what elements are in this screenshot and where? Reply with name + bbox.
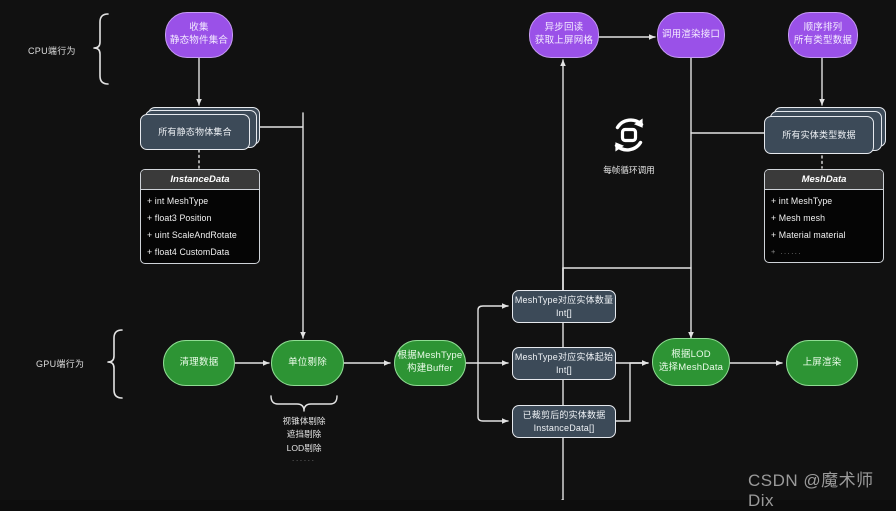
node-build-buffer[interactable]: 根据MeshType 构建Buffer — [394, 340, 466, 386]
node-clean-data[interactable]: 清理数据 — [163, 340, 235, 386]
cull-note: 视锥体剔除 遮挡剔除 LOD剔除 ...... — [254, 415, 354, 466]
node-select-meshdata[interactable]: 根据LOD 选择MeshData — [652, 338, 730, 386]
uml-row: + uint ScaleAndRotate — [147, 229, 237, 240]
diagram-canvas: CPU端行为 GPU端行为 收集 静态物件集合 异步回读 获取上屏网格 调用渲染… — [28, 12, 886, 510]
node-select-meshdata-line2: 选择MeshData — [658, 362, 724, 373]
node-all-static-objects[interactable]: 所有静态物体集合 — [140, 107, 260, 151]
node-all-entity-types-label: 所有实体类型数据 — [782, 129, 856, 140]
uml-row: + ...... — [771, 246, 802, 256]
loop-caption: 每帧循环调用 — [603, 165, 655, 175]
uml-rows-meshdata: + int MeshType + Mesh mesh + Material ma… — [765, 190, 883, 262]
connector-layer — [93, 13, 825, 500]
node-call-render-api[interactable]: 调用渲染接口 — [657, 12, 725, 58]
node-async-readback-line1: 异步回读 — [544, 22, 584, 34]
node-build-buffer-line1: 根据MeshType — [397, 350, 463, 362]
node-clean-data-label: 清理数据 — [179, 356, 219, 368]
node-select-meshdata-line1: 根据LOD — [671, 349, 711, 361]
node-all-entity-types-face[interactable]: 所有实体类型数据 — [764, 116, 874, 154]
uml-row: + int MeshType — [147, 195, 209, 206]
cull-note-line: 遮挡剔除 — [286, 429, 322, 440]
node-sort-all-types-line2: 所有类型数据 — [793, 35, 853, 46]
uml-row: + Material material — [771, 229, 846, 240]
node-meshtype-count[interactable]: MeshType对应实体数量 Int[] — [512, 290, 616, 323]
uml-row: + float4 CustomData — [147, 246, 230, 257]
node-sort-all-types[interactable]: 顺序排列 所有类型数据 — [788, 12, 858, 58]
node-culled-instances-line2: InstanceData[] — [533, 422, 595, 433]
uml-title-instancedata: InstanceData — [141, 170, 259, 190]
cull-note-line: 视锥体剔除 — [282, 416, 326, 426]
uml-row: + float3 Position — [147, 212, 212, 223]
uml-row: + int MeshType — [771, 195, 833, 206]
uml-class-meshdata[interactable]: MeshData + int MeshType + Mesh mesh + Ma… — [764, 169, 884, 263]
side-label-cpu: CPU端行为 — [28, 46, 76, 56]
node-all-static-objects-face[interactable]: 所有静态物体集合 — [140, 114, 250, 150]
node-unit-cull[interactable]: 单位剔除 — [271, 340, 344, 386]
uml-rows-instancedata: + int MeshType + float3 Position + uint … — [141, 190, 259, 263]
node-meshtype-count-line2: Int[] — [555, 307, 572, 318]
node-culled-instances-line1: 已裁剪后的实体数据 — [522, 410, 606, 421]
node-meshtype-start-line1: MeshType对应实体起始 — [514, 352, 614, 363]
uml-class-instancedata[interactable]: InstanceData + int MeshType + float3 Pos… — [140, 169, 260, 264]
node-build-buffer-line2: 构建Buffer — [407, 363, 453, 374]
node-async-readback[interactable]: 异步回读 获取上屏网格 — [529, 12, 599, 58]
node-present[interactable]: 上屏渲染 — [786, 340, 858, 386]
node-culled-instances[interactable]: 已裁剪后的实体数据 InstanceData[] — [512, 405, 616, 438]
uml-title-meshdata: MeshData — [765, 170, 883, 190]
node-all-static-objects-label: 所有静态物体集合 — [158, 126, 232, 137]
node-meshtype-start-line2: Int[] — [555, 364, 572, 375]
side-label-gpu: GPU端行为 — [36, 359, 85, 369]
refresh-loop-icon — [604, 110, 654, 160]
node-meshtype-start[interactable]: MeshType对应实体起始 Int[] — [512, 347, 616, 380]
node-present-label: 上屏渲染 — [802, 356, 842, 368]
node-call-render-api-line1: 调用渲染接口 — [661, 28, 721, 40]
node-collect-line1: 收集 — [189, 22, 209, 34]
node-all-entity-types[interactable]: 所有实体类型数据 — [764, 107, 886, 155]
node-collect-line2: 静态物件集合 — [169, 35, 229, 46]
node-async-readback-line2: 获取上屏网格 — [534, 35, 594, 46]
node-sort-all-types-line1: 顺序排列 — [803, 22, 843, 34]
node-collect[interactable]: 收集 静态物件集合 — [165, 12, 233, 58]
uml-row: + Mesh mesh — [771, 212, 826, 223]
node-meshtype-count-line1: MeshType对应实体数量 — [514, 295, 614, 306]
cull-note-ellipsis: ...... — [292, 455, 316, 463]
node-unit-cull-label: 单位剔除 — [288, 356, 327, 368]
watermark: CSDN @魔术师Dix — [748, 471, 874, 510]
cull-note-line: LOD剔除 — [286, 442, 322, 453]
